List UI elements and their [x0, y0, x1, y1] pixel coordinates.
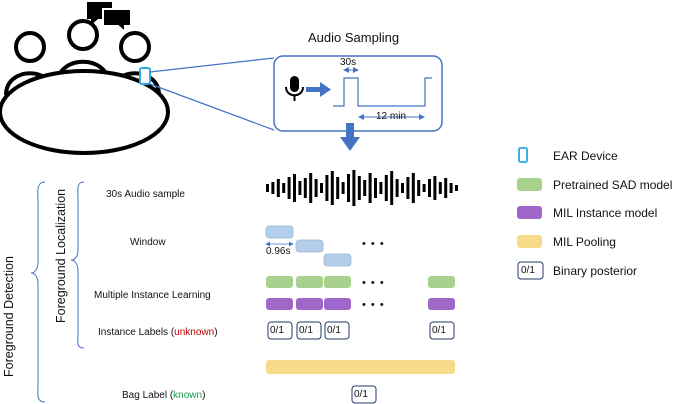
mil-box-1 — [266, 298, 293, 310]
interval-label: 12 min — [376, 111, 407, 122]
foreground-localization-label: Foreground Localization — [54, 188, 68, 323]
mil-box-4 — [428, 298, 455, 310]
instance-label-4: 0/1 — [432, 325, 446, 336]
waveform-bar — [374, 178, 377, 198]
waveform-bar — [433, 176, 437, 200]
people-around-table-icon — [0, 19, 170, 155]
waveform-bar — [341, 182, 345, 194]
legend-mil-pooling: MIL Pooling — [553, 235, 616, 249]
curly-brace-icon — [30, 181, 46, 403]
arrow-right-icon — [306, 82, 331, 97]
instance-label-3: 0/1 — [327, 325, 341, 336]
sampling-waveform — [333, 77, 432, 107]
waveform-bar — [325, 175, 329, 201]
sad-box-1 — [266, 276, 293, 288]
ear-device-icon — [139, 67, 151, 85]
known-status: known — [173, 390, 203, 401]
waveform-bar — [422, 184, 426, 192]
waveform-bar — [314, 179, 318, 197]
waveform-bar — [266, 184, 269, 192]
sad-model-boxes — [266, 276, 455, 288]
waveform-bar — [379, 182, 383, 194]
diagram-title: Audio Sampling — [308, 30, 400, 45]
window-size-label: 0.96s — [266, 246, 291, 257]
waveform-bar — [298, 181, 302, 195]
window-box-2 — [295, 239, 324, 253]
instance-label-boxes — [267, 321, 455, 340]
legend-marks — [517, 147, 544, 280]
waveform-bar — [352, 170, 356, 206]
waveform-bar — [401, 183, 404, 193]
waveform-bar — [309, 173, 313, 203]
legend-mil-swatch — [517, 206, 542, 219]
sad-box-3 — [324, 276, 351, 288]
legend-binary-box-label: 0/1 — [521, 265, 535, 276]
duration-label: 30s — [340, 57, 357, 68]
waveform-bar — [444, 178, 448, 198]
arrow-down-icon — [340, 123, 360, 151]
sad-box-4 — [428, 276, 455, 288]
bag-label-value: 0/1 — [354, 389, 368, 400]
speech-bubbles-icon — [87, 2, 132, 35]
waveform-bar — [395, 179, 399, 197]
zoom-line-top — [149, 57, 275, 73]
bag-label-box — [351, 385, 377, 404]
waveform-bar — [336, 177, 340, 199]
waveform-bar — [390, 171, 394, 205]
legend-pooling-swatch — [517, 235, 542, 248]
instance-label-2: 0/1 — [299, 325, 313, 336]
legend-mil-instance: MIL Instance model — [553, 206, 658, 220]
mil-pooling-bar — [266, 360, 455, 374]
waveform-bar — [282, 183, 286, 193]
unknown-status: unknown — [174, 327, 215, 338]
waveform-bar — [428, 179, 431, 197]
audio-sample-label: 30s Audio sample — [106, 189, 185, 200]
waveform-bar — [330, 171, 334, 205]
waveform-bar — [449, 183, 453, 193]
mil-box-2 — [296, 298, 323, 310]
curly-brace-icon — [70, 181, 85, 349]
window-label: Window — [130, 237, 166, 248]
waveform-bar — [417, 180, 421, 196]
instance-label-1: 0/1 — [270, 325, 284, 336]
waveform-bar — [293, 174, 296, 202]
mil-label: Multiple Instance Learning — [94, 290, 211, 301]
waveform-bar — [406, 177, 410, 199]
waveform-bar — [384, 175, 388, 201]
ellipsis-mil: • • • — [362, 299, 385, 311]
waveform-bar — [303, 178, 307, 198]
foreground-detection-label: Foreground Detection — [2, 256, 16, 377]
window-boxes — [265, 225, 352, 267]
bag-label-label: Bag Label (known) — [122, 390, 206, 401]
waveform-bar — [438, 182, 442, 194]
sad-box-2 — [296, 276, 323, 288]
waveform-bar — [271, 182, 275, 194]
waveform-bar — [368, 173, 372, 203]
legend-binary-box — [517, 261, 544, 280]
mil-box-3 — [324, 298, 351, 310]
window-box-3 — [323, 253, 352, 267]
legend-ear-device: EAR Device — [553, 149, 618, 163]
waveform-bar — [455, 185, 458, 191]
instance-labels-label: Instance Labels (unknown) — [98, 327, 218, 338]
waveform-icon — [266, 170, 458, 206]
window-box-1 — [265, 225, 294, 239]
legend-binary-posterior: Binary posterior — [553, 264, 638, 278]
waveform-bar — [411, 173, 415, 203]
waveform-bar — [287, 177, 291, 199]
waveform-bar — [357, 176, 361, 200]
waveform-bar — [347, 174, 350, 202]
legend-sad-swatch — [517, 178, 542, 191]
mil-instance-boxes — [266, 298, 455, 310]
zoom-line-bottom — [149, 83, 275, 131]
waveform-bar — [320, 183, 323, 193]
legend-ear-device-icon — [518, 147, 528, 163]
waveform-bar — [363, 180, 367, 196]
ellipsis-sad: • • • — [362, 277, 385, 289]
microphone-icon — [285, 76, 304, 101]
waveform-bar — [276, 179, 280, 197]
legend-sad-model: Pretrained SAD model — [553, 178, 673, 192]
ellipsis-window: • • • — [362, 238, 385, 250]
